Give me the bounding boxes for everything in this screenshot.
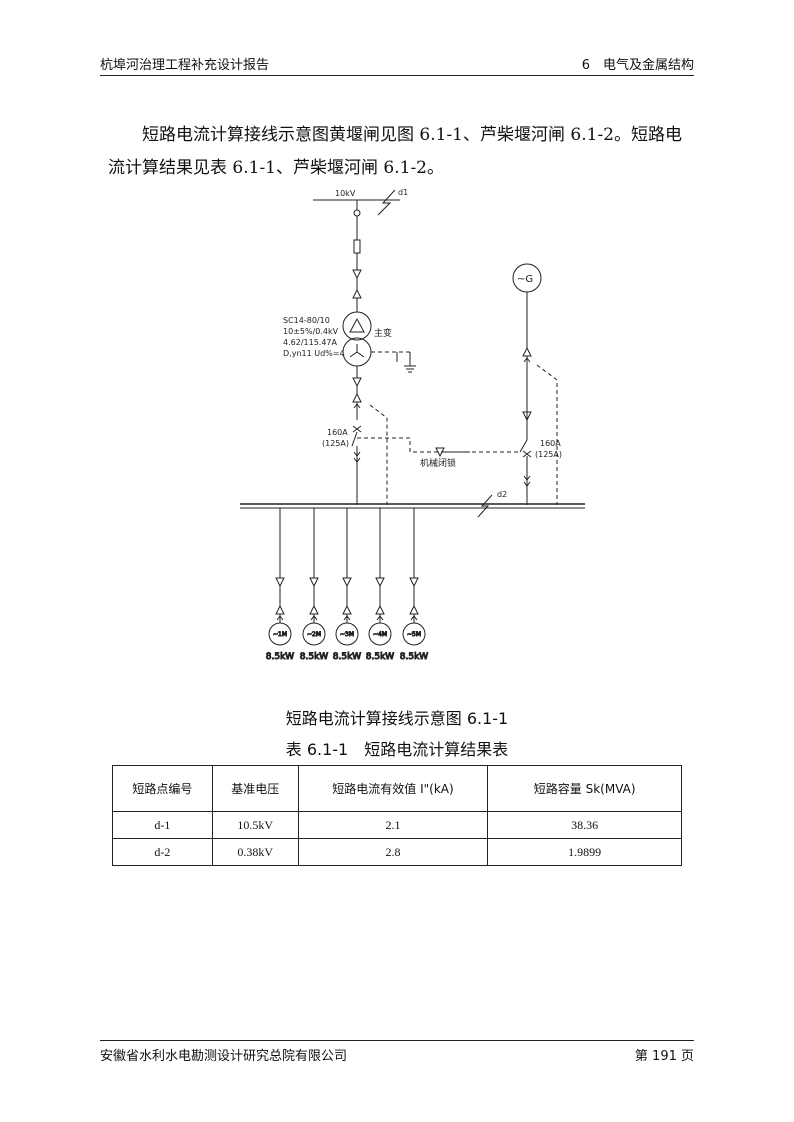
results-table-container: 短路点编号 基准电压 短路电流有效值 I"(kA) 短路容量 Sk(MVA) d… xyxy=(112,765,682,866)
motor-feeder: ~1M 8.5kW xyxy=(265,508,295,663)
table-cell: 2.1 xyxy=(297,811,489,839)
motor-power: 8.5kW xyxy=(300,652,329,662)
table-row: d-1 10.5kV 2.1 38.36 xyxy=(112,811,682,839)
footer-organization: 安徽省水利水电勘测设计研究总院有限公司 xyxy=(100,1049,348,1064)
table-header-cell: 短路点编号 xyxy=(112,765,213,812)
table-cell: d-2 xyxy=(112,838,213,866)
motor-power: 8.5kW xyxy=(366,652,395,662)
wiring-diagram: ~1M 8.5kW ~2M 8.5kW ~3M 8.5kW ~4M 8.5kW ~5M 8.5kW… xyxy=(240,188,585,663)
page-header: 杭埠河治理工程补充设计报告 6 电气及金属结构 xyxy=(100,54,694,74)
transformer-spec-1: SC14-80/10 xyxy=(283,316,330,325)
breaker-right-setting: (125A) xyxy=(535,450,562,459)
header-chapter: 6 电气及金属结构 xyxy=(581,58,694,73)
breaker-left-rating: 160A xyxy=(327,428,348,437)
fault-d1-label: d1 xyxy=(398,188,408,197)
motor-power: 8.5kW xyxy=(266,652,295,662)
header-rule xyxy=(100,75,694,76)
header-title: 杭埠河治理工程补充设计报告 xyxy=(100,58,270,73)
results-table: 短路点编号 基准电压 短路电流有效值 I"(kA) 短路容量 Sk(MVA) d… xyxy=(112,765,682,866)
table-header-cell: 基准电压 xyxy=(211,765,299,812)
transformer-spec-3: 4.62/115.47A xyxy=(283,338,338,347)
motor-label: ~3M xyxy=(340,631,354,638)
fault-d1-icon xyxy=(377,189,396,216)
table-row: d-2 0.38kV 2.8 1.9899 xyxy=(112,838,682,866)
table-header-cell: 短路容量 Sk(MVA) xyxy=(487,765,682,812)
generator-label: ~G xyxy=(517,274,533,285)
table-cell: d-1 xyxy=(112,811,213,839)
body-paragraph: 短路电流计算接线示意图黄堰闸见图 6.1-1、芦柴堰河闸 6.1-2。短路电流计… xyxy=(108,125,682,178)
interlock-label: 机械闭锁 xyxy=(420,457,456,469)
motor-label: ~2M xyxy=(307,631,321,638)
transformer-primary-icon xyxy=(342,311,372,341)
voltage-label: 10kV xyxy=(335,189,356,198)
figure-caption: 短路电流计算接线示意图 6.1-1 xyxy=(285,709,509,728)
table-cell: 0.38kV xyxy=(211,838,299,866)
motor-icon xyxy=(335,622,359,646)
table-header-cell: 短路电流有效值 I"(kA) xyxy=(297,765,489,812)
table-caption: 表 6.1-1 短路电流计算结果表 xyxy=(285,740,509,759)
motor-icon xyxy=(302,622,326,646)
table-cell: 38.36 xyxy=(487,811,682,839)
fault-d2-icon xyxy=(477,494,493,518)
fuse-icon xyxy=(353,239,361,254)
breaker-right-rating: 160A xyxy=(540,439,561,448)
footer-page-number: 第 191 页 xyxy=(634,1049,694,1064)
motor-icon xyxy=(268,622,292,646)
table-cell: 2.8 xyxy=(297,838,489,866)
table-cell: 1.9899 xyxy=(487,838,682,866)
motor-feeder: ~5M 8.5kW xyxy=(399,508,429,663)
transformer-spec-2: 10±5%/0.4kV xyxy=(283,327,339,336)
motor-label: ~4M xyxy=(373,631,387,638)
disconnect-down-icon xyxy=(352,269,362,280)
disconnect-up-icon xyxy=(352,288,362,299)
table-cell: 10.5kV xyxy=(211,811,299,839)
footer-rule xyxy=(100,1040,694,1041)
motor-feeder: ~2M 8.5kW xyxy=(299,508,329,663)
motor-feeders: ~1M 8.5kW ~2M 8.5kW ~3M 8.5kW ~4M 8.5kW ~5M 8.5kW xyxy=(265,508,429,663)
transformer-label: 主变 xyxy=(374,327,392,339)
table-header-row: 短路点编号 基准电压 短路电流有效值 I"(kA) 短路容量 Sk(MVA) xyxy=(112,765,682,812)
motor-icon xyxy=(368,622,392,646)
motor-label: ~5M xyxy=(407,631,421,638)
motor-power: 8.5kW xyxy=(400,652,429,662)
fault-d2-label: d2 xyxy=(497,490,507,499)
motor-label: ~1M xyxy=(273,631,287,638)
motor-icon xyxy=(402,622,426,646)
motor-feeder: ~3M 8.5kW xyxy=(332,508,362,663)
transformer-spec-4: D,yn11 Ud%=4 xyxy=(283,349,345,358)
motor-power: 8.5kW xyxy=(333,652,362,662)
motor-feeder: ~4M 8.5kW xyxy=(365,508,395,663)
breaker-left-setting: (125A) xyxy=(322,439,349,448)
